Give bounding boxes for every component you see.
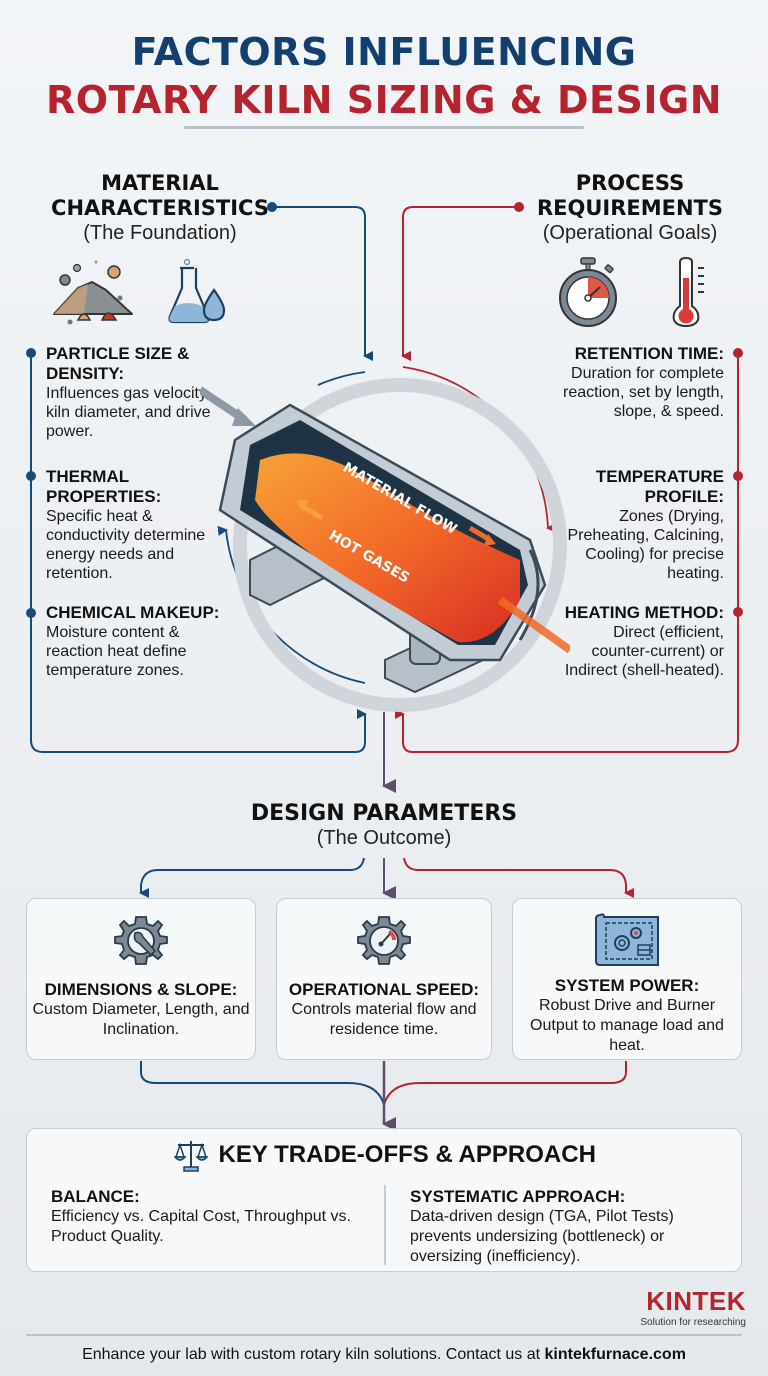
tradeoffs-systematic: SYSTEMATIC APPROACH: Data-driven design …	[410, 1187, 720, 1267]
rotary-kiln-illustration: MATERIAL FLOW HOT GASES	[200, 378, 570, 712]
item-body: Duration for complete reaction, set by l…	[563, 365, 724, 420]
logo-tagline: Solution for researching	[640, 1317, 746, 1328]
footer-divider	[26, 1334, 742, 1336]
thermometer-icon	[672, 256, 704, 328]
item-body: Zones (Drying, Preheating, Calcining, Co…	[567, 508, 724, 582]
material-heading-line1: MATERIAL	[101, 171, 219, 195]
gear-wrench-icon	[114, 916, 168, 965]
process-subheading: (Operational Goals)	[542, 222, 718, 244]
footer: Enhance your lab with custom rotary kiln…	[0, 1346, 768, 1364]
design-heading: DESIGN PARAMETERS (The Outcome)	[184, 801, 584, 850]
material-subheading: (The Foundation)	[83, 222, 237, 244]
design-card-power: SYSTEM POWER: Robust Drive and Burner Ou…	[512, 898, 742, 1060]
stopwatch-icon	[559, 257, 617, 327]
systematic-body: Data-driven design (TGA, Pilot Tests) pr…	[410, 1208, 674, 1265]
material-item-chemical-makeup: CHEMICAL MAKEUP: Moisture content & reac…	[46, 603, 226, 680]
card-title: OPERATIONAL SPEED:	[288, 980, 480, 999]
design-subheading: (The Outcome)	[316, 827, 452, 849]
tradeoffs-panel: KEY TRADE-OFFS & APPROACH BALANCE: Effic…	[26, 1128, 742, 1272]
flask-droplet-icon	[168, 258, 226, 324]
tradeoffs-header: KEY TRADE-OFFS & APPROACH	[27, 1137, 743, 1173]
design-card-dimensions: DIMENSIONS & SLOPE: Custom Diameter, Len…	[26, 898, 256, 1060]
blueprint-gears-icon	[595, 913, 659, 966]
item-title: PARTICLE SIZE & DENSITY:	[46, 344, 190, 383]
title-divider	[184, 126, 584, 129]
design-heading-title: DESIGN PARAMETERS	[250, 801, 518, 826]
process-heading-line2: REQUIREMENTS	[536, 196, 724, 220]
material-item-particle-size: PARTICLE SIZE & DENSITY: Influences gas …	[46, 344, 226, 441]
item-title: CHEMICAL MAKEUP:	[46, 603, 220, 622]
process-item-retention-time: RETENTION TIME: Duration for complete re…	[552, 344, 724, 421]
systematic-title: SYSTEMATIC APPROACH:	[410, 1187, 626, 1206]
balance-scale-icon	[173, 1141, 209, 1172]
card-title: DIMENSIONS & SLOPE:	[44, 980, 238, 999]
powder-pile-icon	[53, 260, 133, 325]
item-title: RETENTION TIME:	[574, 344, 724, 363]
material-heading: MATERIAL CHARACTERISTICS (The Foundation…	[40, 171, 280, 245]
gear-gauge-icon	[357, 916, 411, 965]
item-body: Specific heat & conductivity determine e…	[46, 508, 206, 582]
process-item-heating-method: HEATING METHOD: Direct (efficient, count…	[552, 603, 724, 680]
process-heading: PROCESS REQUIREMENTS (Operational Goals)	[510, 171, 750, 245]
item-title: TEMPERATURE PROFILE:	[595, 467, 724, 506]
item-body: Influences gas velocity, kiln diameter, …	[46, 385, 211, 440]
balance-body: Efficiency vs. Capital Cost, Throughput …	[51, 1208, 351, 1245]
card-body: Controls material flow and residence tim…	[291, 1001, 477, 1038]
material-item-thermal-properties: THERMAL PROPERTIES: Specific heat & cond…	[46, 467, 226, 583]
card-body: Custom Diameter, Length, and Inclination…	[32, 1001, 250, 1038]
item-title: HEATING METHOD:	[564, 603, 724, 622]
card-title: SYSTEM POWER:	[554, 976, 700, 995]
footer-link[interactable]: kintekfurnace.com	[544, 1346, 686, 1363]
card-body: Robust Drive and Burner Output to manage…	[530, 997, 724, 1054]
item-title: THERMAL PROPERTIES:	[46, 467, 162, 506]
design-card-speed: OPERATIONAL SPEED: Controls material flo…	[276, 898, 492, 1060]
footer-text: Enhance your lab with custom rotary kiln…	[82, 1346, 545, 1363]
process-heading-line1: PROCESS	[575, 171, 685, 195]
tradeoffs-title: KEY TRADE-OFFS & APPROACH	[218, 1141, 596, 1168]
material-heading-line2: CHARACTERISTICS	[51, 196, 269, 220]
tradeoffs-divider	[384, 1185, 386, 1265]
logo-text: KINTEK	[646, 1286, 746, 1316]
item-body: Direct (efficient, counter-current) or I…	[564, 624, 724, 679]
title-line-1: FACTORS INFLUENCING	[131, 30, 637, 74]
kintek-logo: KINTEK Solution for researching	[630, 1286, 746, 1328]
title-line-2: ROTARY KILN SIZING & DESIGN	[46, 78, 722, 122]
tradeoffs-balance: BALANCE: Efficiency vs. Capital Cost, Th…	[51, 1187, 371, 1247]
process-item-temperature-profile: TEMPERATURE PROFILE: Zones (Drying, Preh…	[552, 467, 724, 583]
balance-title: BALANCE:	[51, 1187, 140, 1206]
item-body: Moisture content & reaction heat define …	[46, 624, 187, 679]
